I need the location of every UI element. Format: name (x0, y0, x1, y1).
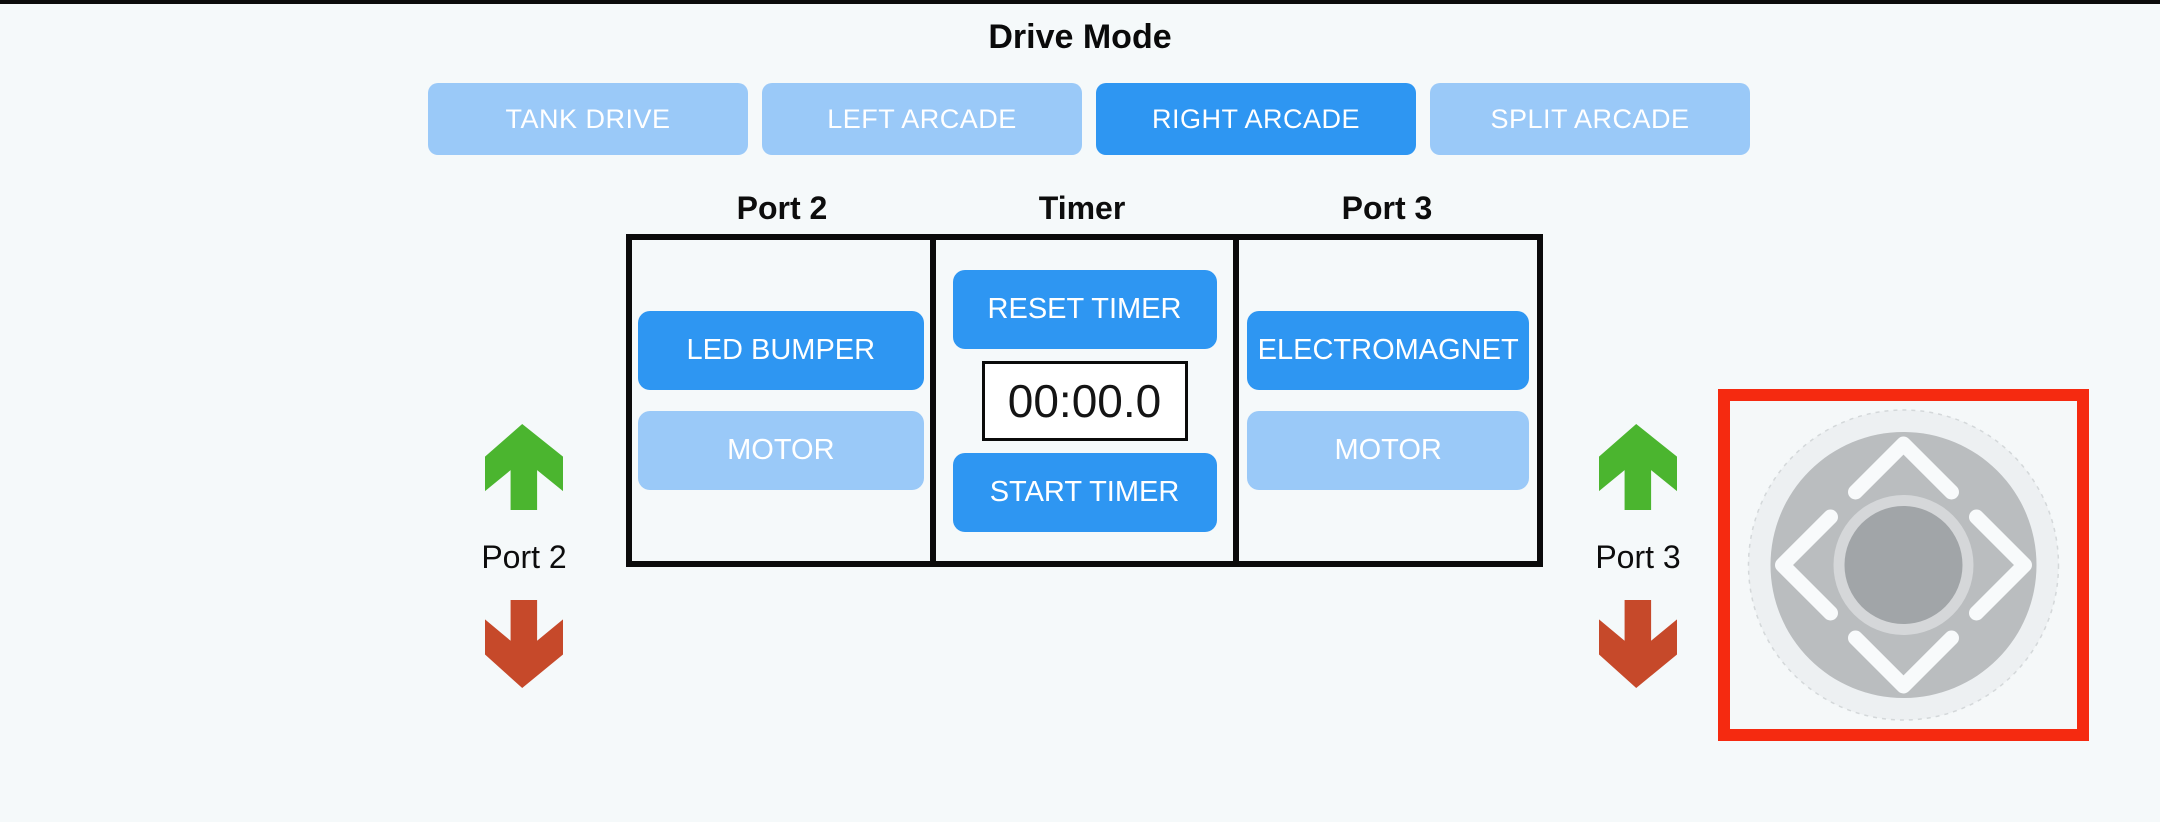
chevron-right-icon (1969, 509, 2032, 621)
reset-timer-button[interactable]: RESET TIMER (952, 269, 1217, 349)
electromagnet-button[interactable]: ELECTROMAGNET (1247, 311, 1530, 390)
column-header-port2: Port 2 (736, 190, 828, 226)
down-arrow-icon (485, 600, 563, 688)
port3-column: ELECTROMAGNET MOTOR (1233, 240, 1537, 561)
drive-mode-split-arcade-button[interactable]: SPLIT ARCADE (1430, 83, 1750, 155)
port2-column: LED BUMPER MOTOR (632, 240, 930, 561)
column-header-timer: Timer (1038, 190, 1126, 226)
port2-stepper: Port 2 (452, 424, 596, 688)
joystick-knob[interactable] (1844, 506, 1963, 624)
chevron-left-icon (1775, 509, 1838, 621)
drive-mode-right-arcade-button[interactable]: RIGHT ARCADE (1096, 83, 1416, 155)
port2-motor-button[interactable]: MOTOR (637, 411, 924, 490)
drive-mode-left-arcade-button[interactable]: LEFT ARCADE (762, 83, 1082, 155)
page-title: Drive Mode (988, 18, 1172, 56)
port3-motor-button[interactable]: MOTOR (1247, 411, 1530, 490)
up-arrow-icon (1599, 424, 1677, 510)
port3-decrease-button[interactable] (1599, 600, 1677, 688)
joystick-highlight-box (1718, 389, 2089, 741)
chevron-up-icon (1848, 436, 1959, 500)
control-panel-table: LED BUMPER MOTOR RESET TIMER 00:00.0 STA… (626, 234, 1543, 567)
port3-stepper-label: Port 3 (1595, 539, 1681, 575)
start-timer-button[interactable]: START TIMER (952, 452, 1217, 532)
timer-display: 00:00.0 (981, 360, 1188, 441)
led-bumper-button[interactable]: LED BUMPER (637, 311, 924, 390)
port3-increase-button[interactable] (1599, 424, 1677, 510)
port2-decrease-button[interactable] (485, 600, 563, 688)
timer-column: RESET TIMER 00:00.0 START TIMER (929, 240, 1234, 561)
port2-stepper-label: Port 2 (481, 539, 567, 575)
port3-stepper: Port 3 (1566, 424, 1710, 688)
down-arrow-icon (1599, 600, 1677, 688)
column-header-port3: Port 3 (1341, 190, 1433, 226)
drive-mode-tank-drive-button[interactable]: TANK DRIVE (428, 83, 748, 155)
chevron-down-icon (1848, 630, 1959, 694)
top-border-bar (0, 0, 2160, 4)
drive-mode-selector: TANK DRIVE LEFT ARCADE RIGHT ARCADE SPLI… (428, 83, 1750, 155)
joystick[interactable] (1730, 401, 2077, 729)
port2-increase-button[interactable] (485, 424, 563, 510)
up-arrow-icon (485, 424, 563, 510)
